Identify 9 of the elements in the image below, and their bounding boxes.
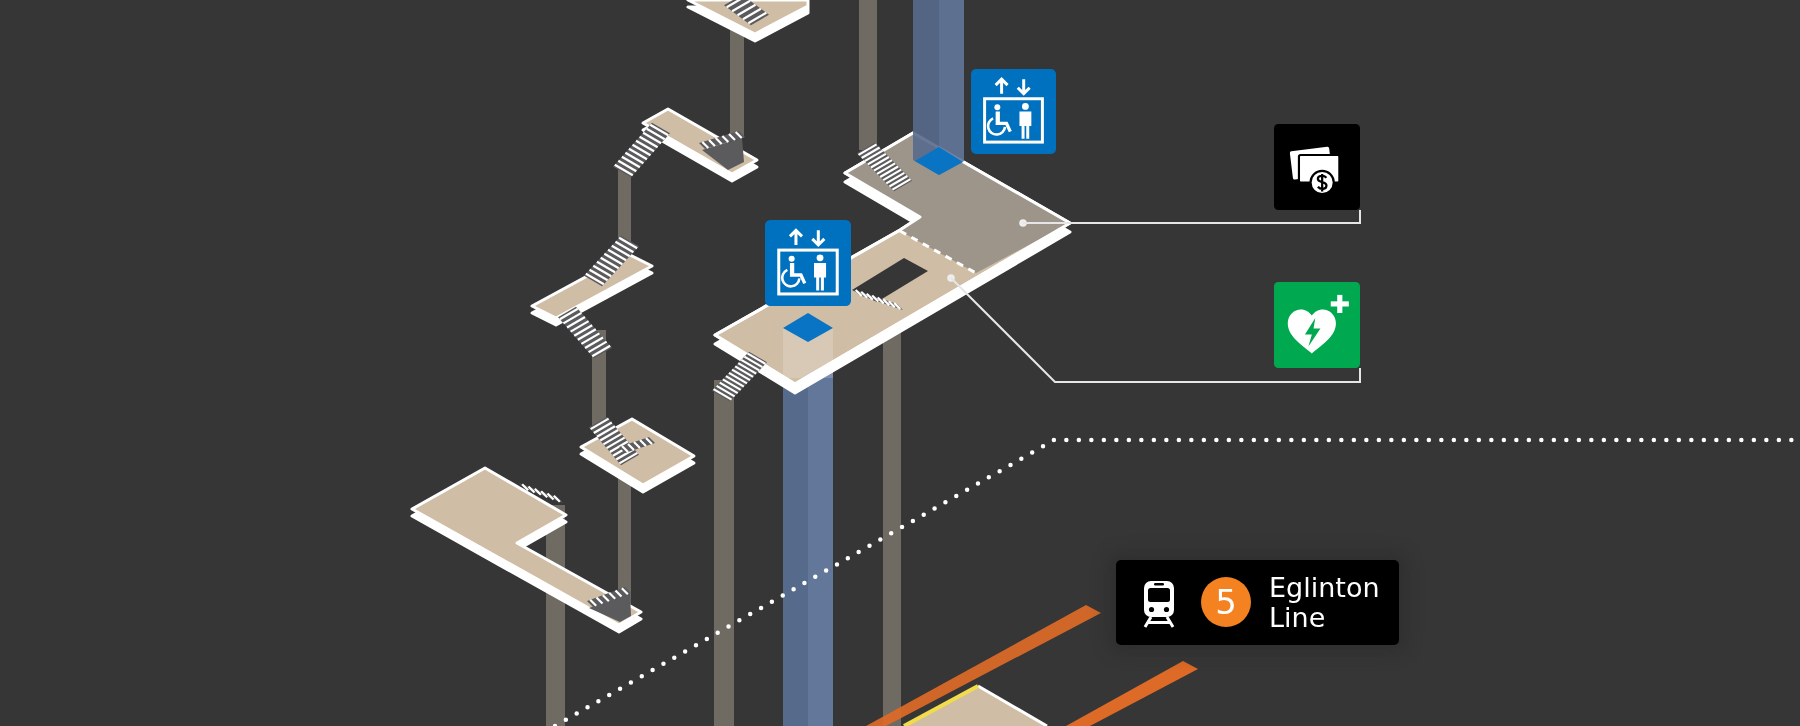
leader-line	[1022, 209, 1361, 224]
line-number-badge: 5	[1201, 577, 1251, 627]
cards-and-coin-icon	[1274, 124, 1360, 210]
heart-bolt-icon	[1274, 282, 1360, 368]
elevator-icon	[765, 220, 851, 306]
elevator-icon	[971, 69, 1056, 154]
line-sign	[1116, 560, 1399, 645]
line-name: Eglinton Line	[1269, 573, 1380, 633]
leader-line	[950, 277, 1361, 383]
